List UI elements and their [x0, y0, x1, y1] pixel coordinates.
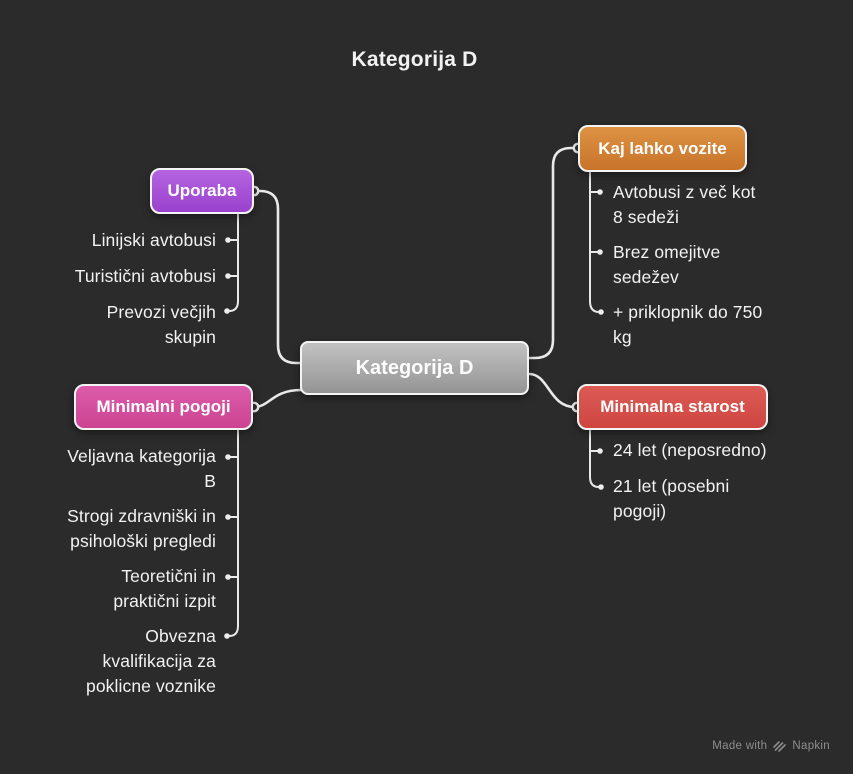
- branch-line-uporaba: [228, 213, 239, 312]
- item-avtobusi-8-sedezi: Avtobusi z več kot 8 sedeži: [613, 182, 756, 227]
- connector-minpogoji-center: [252, 388, 303, 409]
- page-title: Kategorija D: [351, 48, 478, 71]
- connector-center-starost: [527, 372, 577, 409]
- node-central-label: Kategorija D: [355, 356, 474, 379]
- item-linijski-avtobusi: Linijski avtobusi: [91, 230, 216, 250]
- napkin-watermark[interactable]: Made with Napkin: [712, 739, 830, 753]
- item-veljavna-kategorija-b: Veljavna kategorija B: [67, 446, 216, 491]
- item-obvezna-kvalifikacija: Obvezna kvalifikacija za poklicne voznik…: [85, 626, 216, 696]
- tick-dot: [225, 273, 231, 279]
- item-teoreticni-prakticni-izpit: Teoretični in praktični izpit: [113, 566, 216, 611]
- node-minimalni-pogoji[interactable]: Minimalni pogoji: [74, 384, 253, 430]
- node-minpogoji-label: Minimalni pogoji: [96, 397, 231, 416]
- tick-dot: [597, 448, 603, 454]
- watermark-brand: Napkin: [792, 740, 830, 752]
- item-turisticni-avtobusi: Turistični avtobusi: [74, 266, 216, 286]
- node-starost-label: Minimalna starost: [600, 397, 745, 416]
- tick-dot: [224, 308, 230, 314]
- item-21-let: 21 let (posebni pogoji): [613, 476, 730, 521]
- connector-center-kaj: [527, 146, 578, 360]
- tick-dot: [224, 633, 230, 639]
- item-priklopnik-750kg: + priklopnik do 750 kg: [613, 302, 763, 347]
- node-central[interactable]: Kategorija D: [300, 341, 529, 395]
- tick-dot: [225, 574, 231, 580]
- connector-uporaba-center: [252, 189, 303, 365]
- node-uporaba[interactable]: Uporaba: [150, 168, 254, 214]
- branch-line-kaj: [589, 171, 600, 313]
- node-kaj-label: Kaj lahko vozite: [598, 138, 727, 158]
- item-zdravniski-pregledi: Strogi zdravniški in psihološki pregledi: [67, 506, 216, 551]
- node-minimalna-starost[interactable]: Minimalna starost: [577, 384, 768, 430]
- watermark-prefix: Made with: [712, 740, 768, 752]
- tick-dot: [225, 514, 231, 520]
- item-prevozi-vecjih-skupin: Prevozi večjih skupin: [106, 302, 216, 347]
- tick-dot: [225, 237, 231, 243]
- branch-line-starost: [589, 429, 600, 488]
- tick-dot: [598, 484, 604, 490]
- item-24-let: 24 let (neposredno): [613, 440, 767, 460]
- napkin-logo-icon: [773, 741, 787, 752]
- tick-dot: [225, 454, 231, 460]
- tick-dot: [598, 309, 604, 315]
- branch-line-minpogoji: [228, 429, 239, 637]
- tick-dot: [597, 249, 603, 255]
- node-kaj-lahko-vozite[interactable]: Kaj lahko vozite: [578, 125, 747, 172]
- node-uporaba-label: Uporaba: [167, 181, 237, 200]
- item-brez-omejitve: Brez omejitve sedežev: [613, 242, 721, 287]
- tick-dot: [597, 189, 603, 195]
